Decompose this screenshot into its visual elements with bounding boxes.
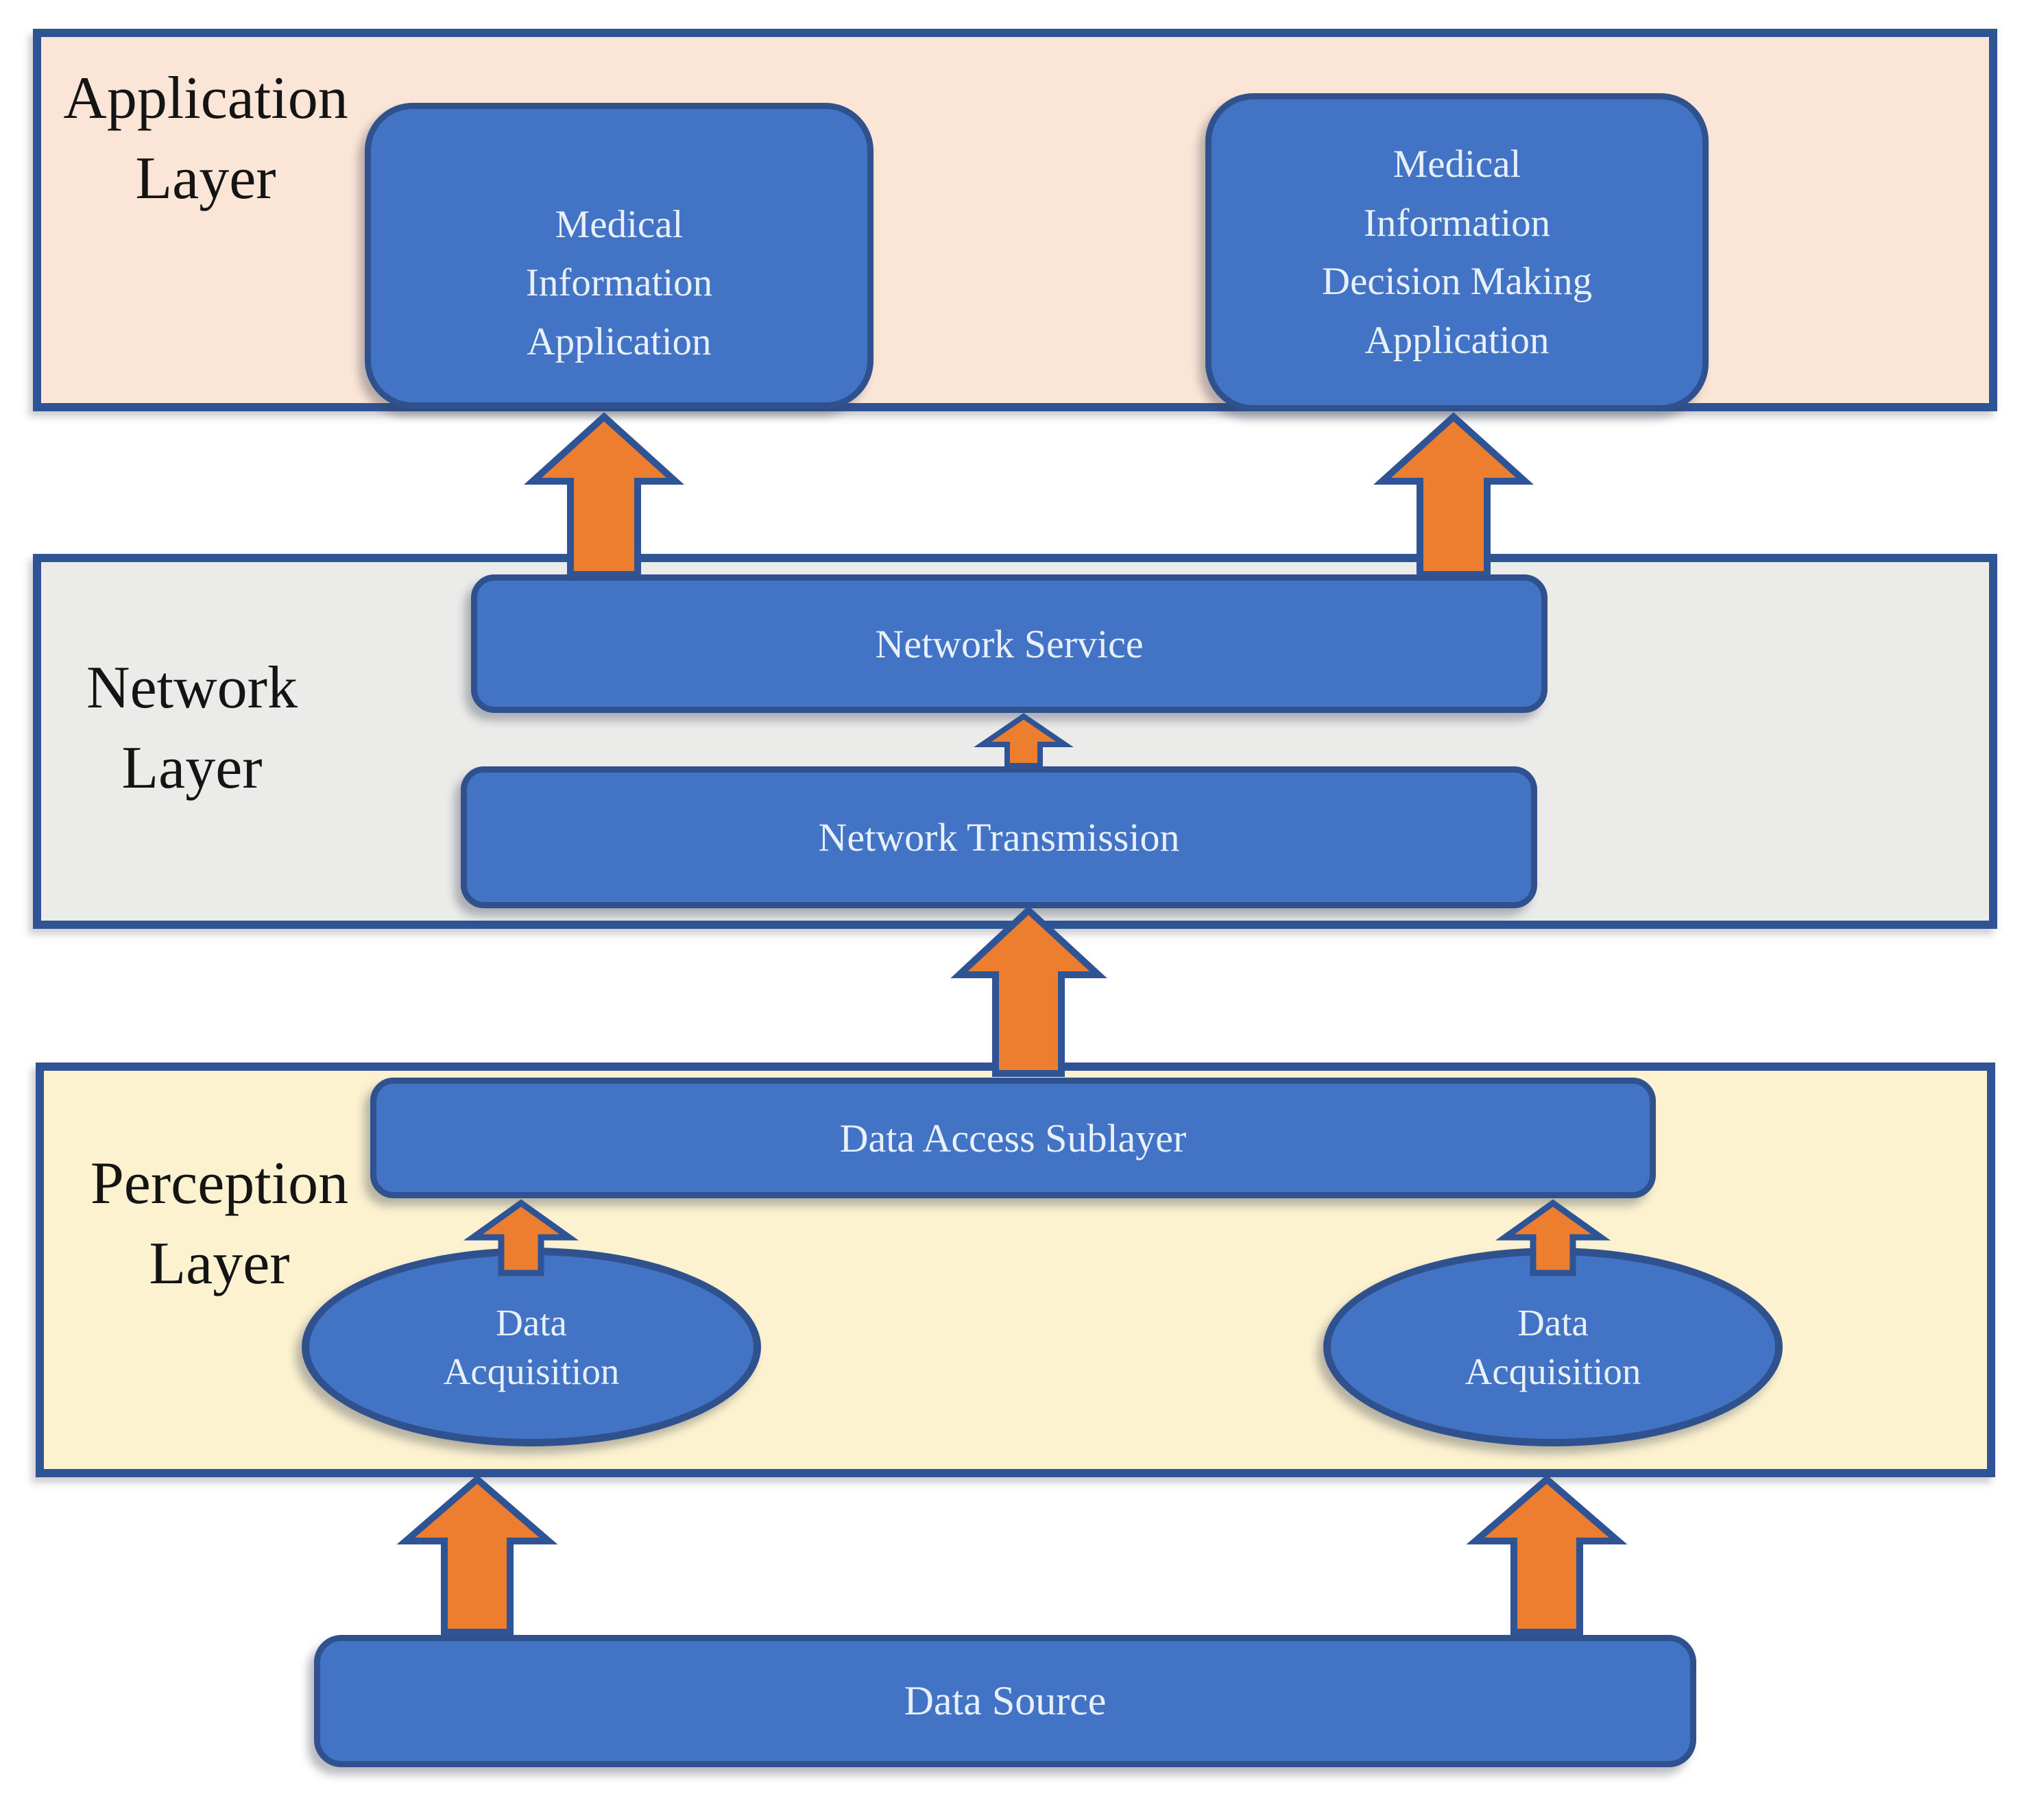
network-layer-label: Network Layer xyxy=(86,655,298,802)
node-label: Data Acquisition xyxy=(443,1301,620,1393)
up-arrow-data-acquisition-right-to-data-access-sublayer xyxy=(1495,1199,1611,1276)
node-label: Data Acquisition xyxy=(1465,1301,1641,1393)
node-data-acquisition-left: Data Acquisition xyxy=(302,1248,761,1446)
application-layer-label: Application Layer xyxy=(63,65,348,213)
node-label: Network Transmission xyxy=(818,815,1180,860)
up-arrow-data-access-sublayer-to-network-transmission xyxy=(950,906,1107,1077)
node-network-service: Network Service xyxy=(471,574,1547,713)
up-arrow-network-service-to-medical-information-decision-making-application xyxy=(1373,412,1534,578)
node-label: Data Access Sublayer xyxy=(839,1115,1187,1161)
node-label: Medical Information Application xyxy=(525,202,713,363)
node-medical-information-application: Medical Information Application xyxy=(365,103,874,409)
up-arrow-network-transmission-to-network-service xyxy=(974,713,1074,768)
node-network-transmission: Network Transmission xyxy=(461,766,1537,908)
node-medical-information-decision-making-application: Medical Information Decision Making Appl… xyxy=(1205,93,1709,411)
node-label: Medical Information Decision Making Appl… xyxy=(1321,143,1593,362)
node-data-access-sublayer: Data Access Sublayer xyxy=(370,1078,1656,1198)
up-arrow-network-service-to-medical-information-application xyxy=(524,412,684,578)
up-arrow-data-source-to-data-acquisition-right xyxy=(1466,1475,1628,1636)
node-data-acquisition-right: Data Acquisition xyxy=(1323,1248,1783,1446)
node-label: Network Service xyxy=(875,621,1144,666)
node-label: Data Source xyxy=(904,1678,1107,1723)
up-arrow-data-source-to-data-acquisition-left xyxy=(396,1475,558,1636)
node-data-source: Data Source xyxy=(314,1635,1696,1767)
perception-layer-label: Perception Layer xyxy=(90,1150,349,1298)
up-arrow-data-acquisition-left-to-data-access-sublayer xyxy=(463,1199,579,1276)
